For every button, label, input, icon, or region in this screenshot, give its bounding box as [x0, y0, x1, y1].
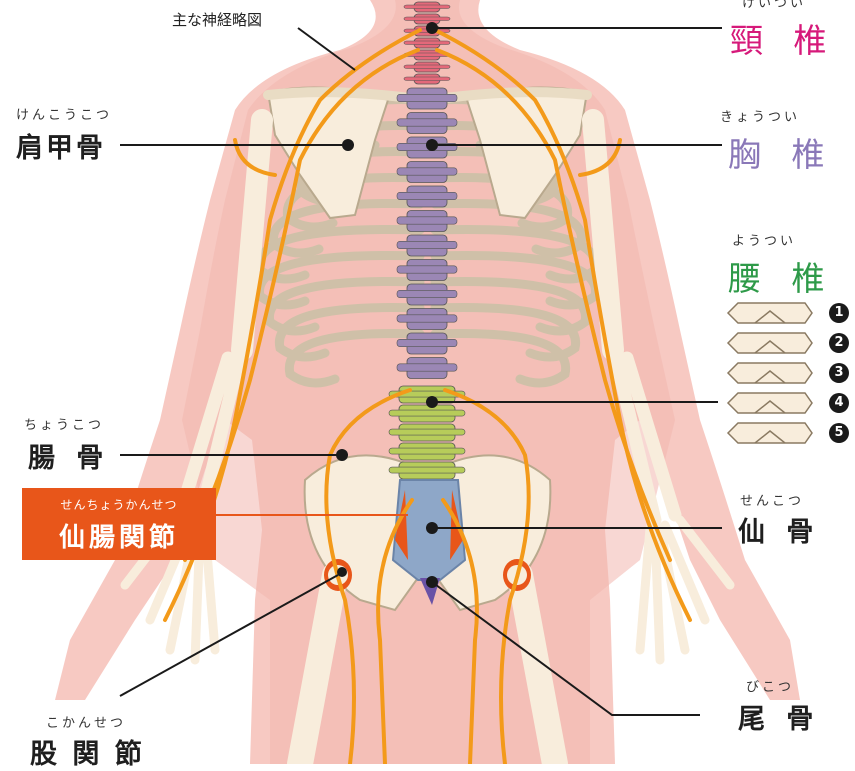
thoracic-ruby: きょうつい — [720, 106, 800, 125]
cervical-label: 頸 椎 — [730, 14, 837, 62]
lumbar-vertebra — [389, 462, 465, 479]
scapula-label: 肩甲骨 — [16, 126, 106, 165]
ilium-label: 腸 骨 — [28, 436, 109, 475]
clavicle-left — [268, 92, 410, 98]
diagram-title: 主な神経略図 — [172, 9, 262, 30]
lumbar-detail — [728, 303, 812, 443]
lumbar-detail-vertebra — [728, 333, 812, 353]
lumbar-vertebra — [389, 443, 465, 460]
ilium-ruby: ちょうこつ — [24, 414, 104, 433]
coccyx-label: 尾 骨 — [738, 697, 819, 736]
lumbar-vertebra — [389, 424, 465, 441]
hip-ruby: こかんせつ — [46, 712, 126, 731]
lumbar-ruby: ようつい — [732, 230, 796, 249]
sij-ruby: せんちょうかんせつ — [22, 488, 216, 513]
lumbar-number-badge: 5 — [829, 423, 849, 443]
lumbar-vertebra — [389, 405, 465, 422]
lumbar-number-badge: 3 — [829, 363, 849, 383]
cervical-ruby: けいつい — [742, 0, 806, 11]
sacrum-ruby: せんこつ — [740, 490, 804, 509]
clavicle-right — [445, 92, 587, 98]
coccyx-ruby: びこつ — [746, 676, 794, 695]
sij-label: 仙腸関節 — [22, 517, 216, 554]
lumbar-number-badge: 2 — [829, 333, 849, 353]
lumbar-number-badge: 4 — [829, 393, 849, 413]
scapula-ruby: けんこうこつ — [16, 104, 112, 123]
sacrum-label: 仙 骨 — [738, 510, 819, 549]
lumbar-detail-vertebra — [728, 423, 812, 443]
lumbar-detail-vertebra — [728, 393, 812, 413]
hip-label: 股 関 節 — [30, 732, 145, 771]
sij-label-box: せんちょうかんせつ 仙腸関節 — [22, 488, 216, 560]
thoracic-label: 胸 椎 — [728, 128, 835, 176]
lumbar-detail-vertebra — [728, 303, 812, 323]
lumbar-label: 腰 椎 — [728, 252, 835, 300]
lumbar-detail-vertebra — [728, 363, 812, 383]
lumbar-number-badge: 1 — [829, 303, 849, 323]
